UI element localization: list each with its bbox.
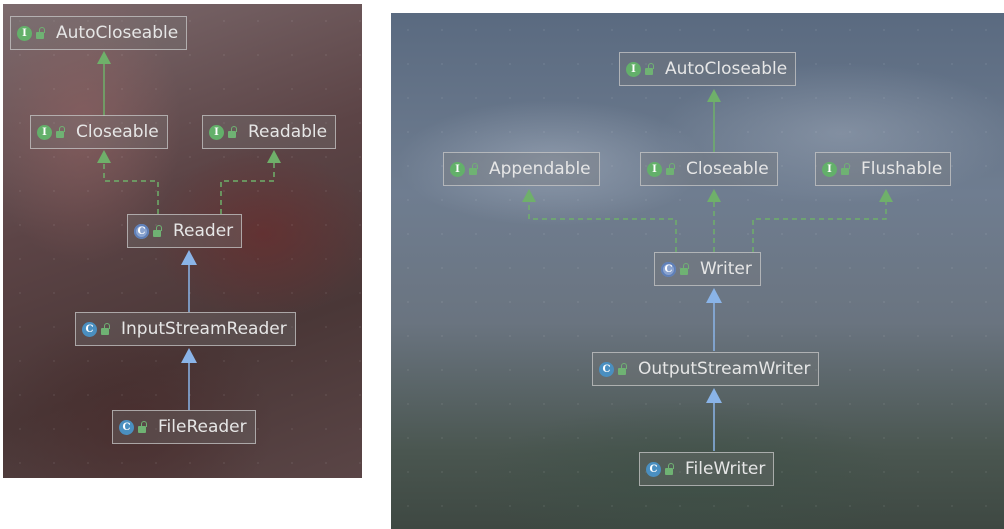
node-closeable[interactable]: I Closeable xyxy=(30,115,168,149)
interface-icon: I xyxy=(37,124,52,140)
public-lock-icon xyxy=(618,362,627,375)
reader-hierarchy-panel: I AutoCloseable I Closeable I Readable C… xyxy=(3,4,362,478)
arrowhead-writer xyxy=(706,288,722,303)
node-label: Closeable xyxy=(686,159,769,179)
interface-icon: I xyxy=(209,124,224,140)
interface-icon: I xyxy=(822,161,837,177)
arrowhead-flushable xyxy=(879,189,893,202)
node-filewriter[interactable]: C FileWriter xyxy=(639,452,775,486)
node-flushable[interactable]: I Flushable xyxy=(815,152,952,186)
edge-writer-appendable xyxy=(528,199,677,252)
interface-icon: I xyxy=(450,161,465,177)
class-icon: C xyxy=(82,321,97,337)
node-label: Readable xyxy=(248,122,328,142)
arrowhead-autocloseable xyxy=(707,89,721,102)
arrowhead-closeable xyxy=(97,150,111,163)
node-label: Closeable xyxy=(76,122,159,142)
public-lock-icon xyxy=(153,224,162,237)
class-icon: C xyxy=(646,461,661,477)
node-outputstreamwriter[interactable]: C OutputStreamWriter xyxy=(592,352,820,386)
node-closeable[interactable]: I Closeable xyxy=(640,152,778,186)
interface-icon: I xyxy=(626,61,641,77)
public-lock-icon xyxy=(36,26,45,39)
node-label: InputStreamReader xyxy=(121,319,287,339)
public-lock-icon xyxy=(56,125,65,138)
node-autocloseable[interactable]: I AutoCloseable xyxy=(619,52,797,86)
abstract-class-icon: C xyxy=(134,223,149,239)
node-readable[interactable]: I Readable xyxy=(202,115,337,149)
node-inputstreamreader[interactable]: C InputStreamReader xyxy=(75,312,296,346)
arrowhead-closeable xyxy=(707,189,721,202)
public-lock-icon xyxy=(138,420,147,433)
node-autocloseable[interactable]: I AutoCloseable xyxy=(10,16,188,50)
node-writer[interactable]: C Writer xyxy=(654,252,761,286)
public-lock-icon xyxy=(666,162,675,175)
node-label: AutoCloseable xyxy=(665,59,788,79)
public-lock-icon xyxy=(841,162,850,175)
public-lock-icon xyxy=(228,125,237,138)
node-filereader[interactable]: C FileReader xyxy=(112,410,256,444)
node-reader[interactable]: C Reader xyxy=(127,214,243,248)
edge-reader-readable xyxy=(220,159,275,214)
arrowhead-outputstreamwriter xyxy=(706,388,722,403)
class-icon: C xyxy=(599,361,614,377)
node-label: Appendable xyxy=(489,159,591,179)
class-icon: C xyxy=(119,419,134,435)
node-label: FileReader xyxy=(158,417,247,437)
public-lock-icon xyxy=(680,262,689,275)
arrowhead-reader xyxy=(181,250,197,265)
edge-reader-closeable xyxy=(103,159,159,214)
arrowhead-appendable xyxy=(522,189,536,202)
edge-writer-flushable xyxy=(752,199,887,252)
abstract-class-icon: C xyxy=(661,261,676,277)
arrowhead-autocloseable xyxy=(97,51,111,64)
node-label: FileWriter xyxy=(685,459,766,479)
interface-icon: I xyxy=(647,161,662,177)
node-label: OutputStreamWriter xyxy=(638,359,811,379)
public-lock-icon xyxy=(469,162,478,175)
public-lock-icon xyxy=(101,322,110,335)
node-label: Reader xyxy=(173,221,234,241)
node-label: Writer xyxy=(700,259,752,279)
arrowhead-inputstreamreader xyxy=(181,348,197,363)
node-label: AutoCloseable xyxy=(56,23,179,43)
interface-icon: I xyxy=(17,25,32,41)
writer-hierarchy-panel: I AutoCloseable I Appendable I Closeable… xyxy=(391,13,1004,529)
node-label: Flushable xyxy=(861,159,943,179)
node-appendable[interactable]: I Appendable xyxy=(443,152,600,186)
arrowhead-readable xyxy=(267,150,281,163)
public-lock-icon xyxy=(665,462,674,475)
public-lock-icon xyxy=(645,62,654,75)
